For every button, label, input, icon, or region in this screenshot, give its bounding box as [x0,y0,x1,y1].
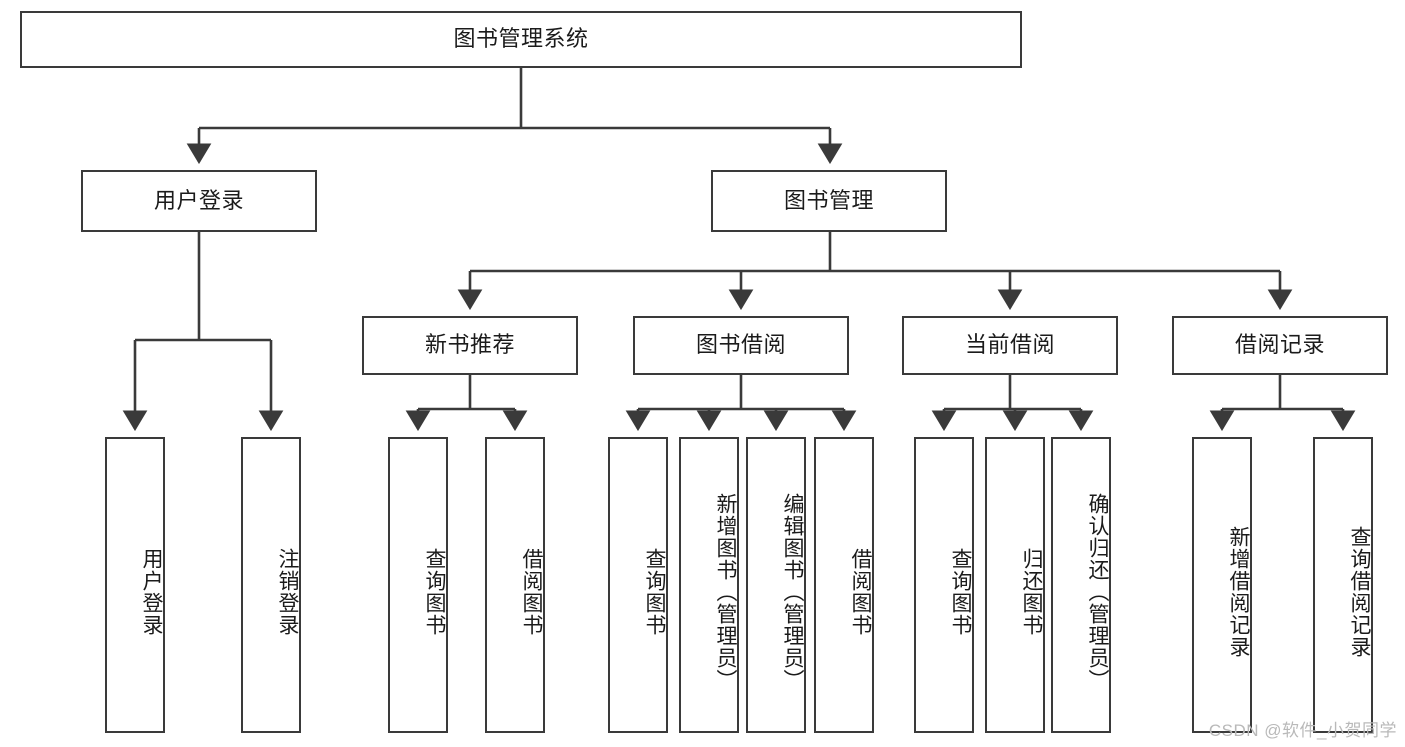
node-leaf-label: 用户登录 [140,548,163,636]
node-user-login[interactable]: 用户登录 [81,170,317,232]
node-current-borrow[interactable]: 当前借阅 [902,316,1118,375]
node-root-label: 图书管理系统 [453,26,589,52]
node-leaf-label: 查询图书 [949,548,972,636]
node-leaf-label: 新增图书（管理员） [714,493,737,691]
node-book-borrow[interactable]: 图书借阅 [633,316,849,375]
node-leaf-label: 归还图书 [1020,548,1043,636]
node-leaf-borrow-edit[interactable]: 编辑图书（管理员） [746,437,806,733]
node-book-manage[interactable]: 图书管理 [711,170,947,232]
watermark-label: CSDN @软件_小贺同学 [1208,721,1397,740]
node-leaf-cur-query[interactable]: 查询图书 [914,437,974,733]
node-leaf-borrow-query[interactable]: 查询图书 [608,437,668,733]
node-leaf-label: 编辑图书（管理员） [781,493,804,691]
node-current-borrow-label: 当前借阅 [964,332,1055,358]
node-leaf-label: 查询图书 [423,548,446,636]
node-leaf-borrow-lend[interactable]: 借阅图书 [814,437,874,733]
node-borrow-record-label: 借阅记录 [1234,332,1325,358]
node-borrow-record[interactable]: 借阅记录 [1172,316,1388,375]
node-leaf-user-login[interactable]: 用户登录 [105,437,165,733]
node-leaf-cur-confirm[interactable]: 确认归还（管理员） [1051,437,1111,733]
node-leaf-rec-borrow[interactable]: 借阅图书 [485,437,545,733]
node-leaf-rec-query[interactable]: 查询图书 [388,437,448,733]
node-leaf-label: 确认归还（管理员） [1086,493,1109,691]
node-leaf-label: 新增借阅记录 [1227,526,1250,658]
node-leaf-label: 借阅图书 [520,548,543,636]
node-new-book-rec-label: 新书推荐 [424,332,515,358]
node-leaf-label: 查询借阅记录 [1348,526,1371,658]
node-root-system[interactable]: 图书管理系统 [20,11,1022,68]
node-leaf-user-logout[interactable]: 注销登录 [241,437,301,733]
node-leaf-label: 借阅图书 [849,548,872,636]
node-leaf-cur-return[interactable]: 归还图书 [985,437,1045,733]
node-leaf-label: 注销登录 [276,548,299,636]
node-leaf-label: 查询图书 [643,548,666,636]
node-leaf-borrow-add[interactable]: 新增图书（管理员） [679,437,739,733]
node-leaf-record-add[interactable]: 新增借阅记录 [1192,437,1252,733]
node-book-manage-label: 图书管理 [783,187,874,213]
node-user-login-label: 用户登录 [153,187,244,213]
node-new-book-rec[interactable]: 新书推荐 [362,316,578,375]
node-leaf-record-query[interactable]: 查询借阅记录 [1313,437,1373,733]
node-book-borrow-label: 图书借阅 [695,332,786,358]
